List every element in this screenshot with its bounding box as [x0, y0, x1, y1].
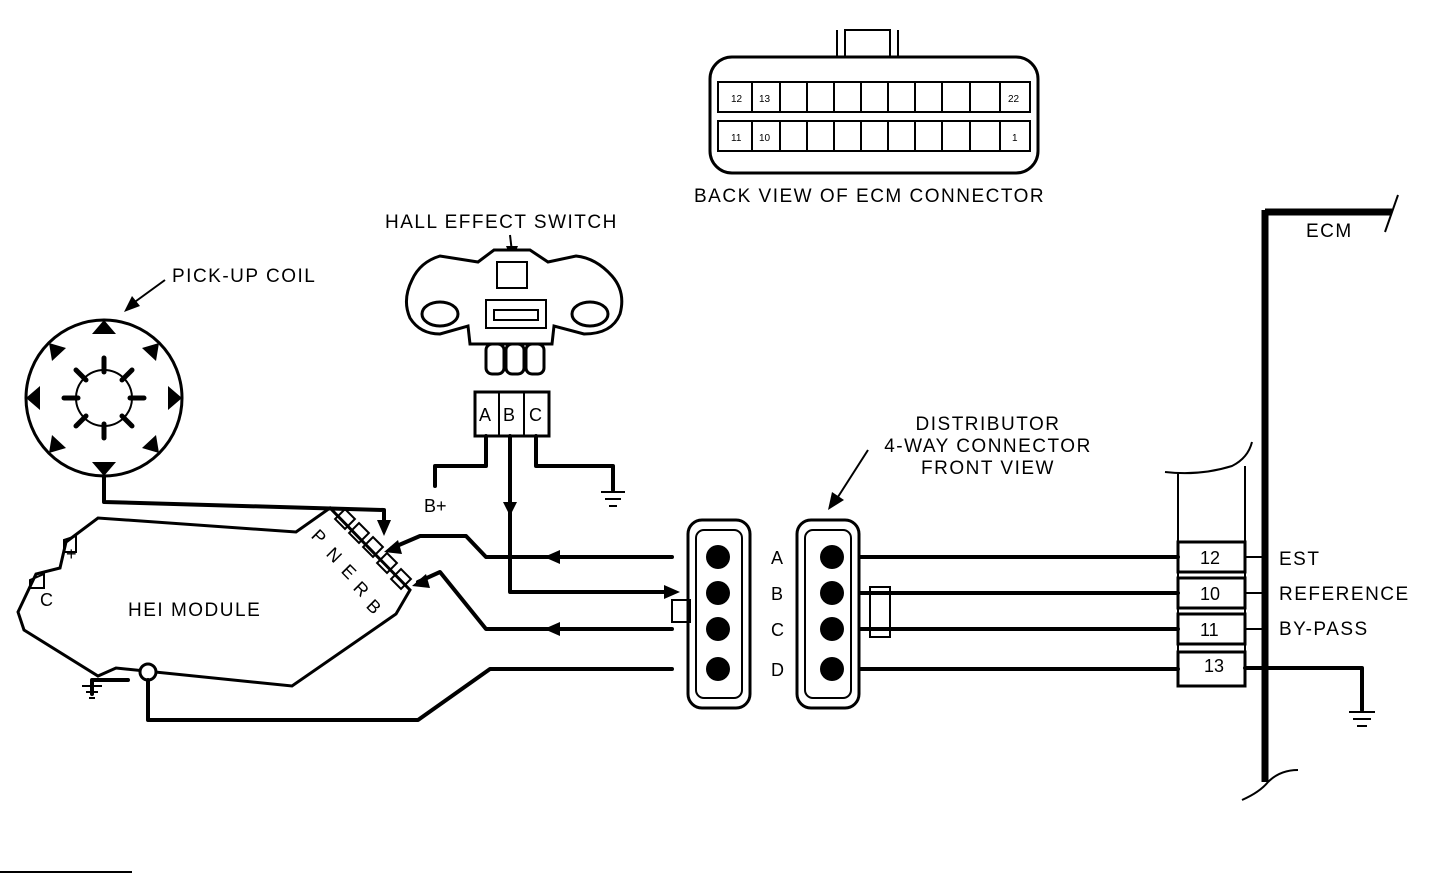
connector-cell-label: 11: [731, 133, 742, 144]
ecm-pin-name: BY-PASS: [1279, 619, 1369, 640]
distributor-connector-left: A B C D: [671, 518, 784, 710]
connector-cell-label: 10: [759, 133, 771, 144]
distributor-connector-right: [795, 518, 861, 710]
connector-cell-label: 1: [1012, 133, 1018, 144]
ecm-label: ECM: [1306, 221, 1353, 242]
connector-pin-label: D: [771, 660, 784, 680]
hall-pin-label: C: [529, 405, 542, 425]
pickup-coil: PICK-UP COIL: [24, 266, 316, 478]
module-wires: [102, 474, 674, 722]
ecm-pin-name: REFERENCE: [1279, 584, 1410, 605]
hall-switch-label: HALL EFFECT SWITCH: [385, 212, 618, 233]
connector-cell-label: 12: [731, 94, 743, 105]
ecm-pin-number: 10: [1200, 584, 1220, 604]
ecm-connector-back-view: 12 13 22 11 10 1 BACK VIEW OF ECM CONNEC…: [694, 29, 1045, 207]
hei-module-label: HEI MODULE: [128, 600, 261, 621]
battery-label: B+: [424, 496, 447, 516]
ecm-pin-number: 11: [1200, 620, 1219, 640]
ecm-pin-number: 12: [1200, 548, 1220, 568]
pickup-coil-inner-teeth: [61, 355, 147, 441]
ground-symbol: [601, 491, 625, 507]
distributor-label-line: DISTRIBUTOR: [916, 414, 1061, 435]
pickup-coil-teeth: [26, 320, 182, 476]
hall-effect-switch: HALL EFFECT SWITCH A B C: [385, 212, 624, 438]
connector-pin-label: A: [771, 548, 783, 568]
connector-cell-label: 13: [759, 94, 771, 105]
connector-cell-dividers: [751, 82, 1001, 151]
connector-pin-label: B: [771, 584, 783, 604]
ecm-pin-number: 13: [1204, 656, 1224, 676]
connector-pin-label: C: [771, 620, 784, 640]
hall-pin-label: A: [479, 405, 491, 425]
ground-symbol: [82, 685, 102, 699]
ecm-connector-title: BACK VIEW OF ECM CONNECTOR: [694, 186, 1045, 207]
connector-cell-label: 22: [1008, 94, 1020, 105]
module-terminal-block: [333, 507, 413, 591]
ecm-block: ECM 12 10 11 13 EST REFERENCE BY-PASS: [1164, 194, 1410, 801]
ecm-pin-name: EST: [1279, 549, 1320, 570]
distributor-label: DISTRIBUTOR 4-WAY CONNECTOR FRONT VIEW: [828, 414, 1092, 510]
distributor-label-line: 4-WAY CONNECTOR: [884, 436, 1092, 457]
connector-to-ecm-wires: [848, 555, 1180, 671]
module-terminal-plus: +: [66, 544, 77, 564]
hall-switch-wires: B+: [424, 434, 680, 599]
pickup-coil-label: PICK-UP COIL: [172, 266, 316, 287]
distributor-label-line: FRONT VIEW: [921, 458, 1055, 479]
ground-symbol: [1349, 711, 1375, 727]
module-terminal-c: C: [40, 590, 53, 610]
hei-module: C + HEI MODULE P N E R B: [16, 506, 413, 699]
hall-pin-label: B: [503, 405, 515, 425]
